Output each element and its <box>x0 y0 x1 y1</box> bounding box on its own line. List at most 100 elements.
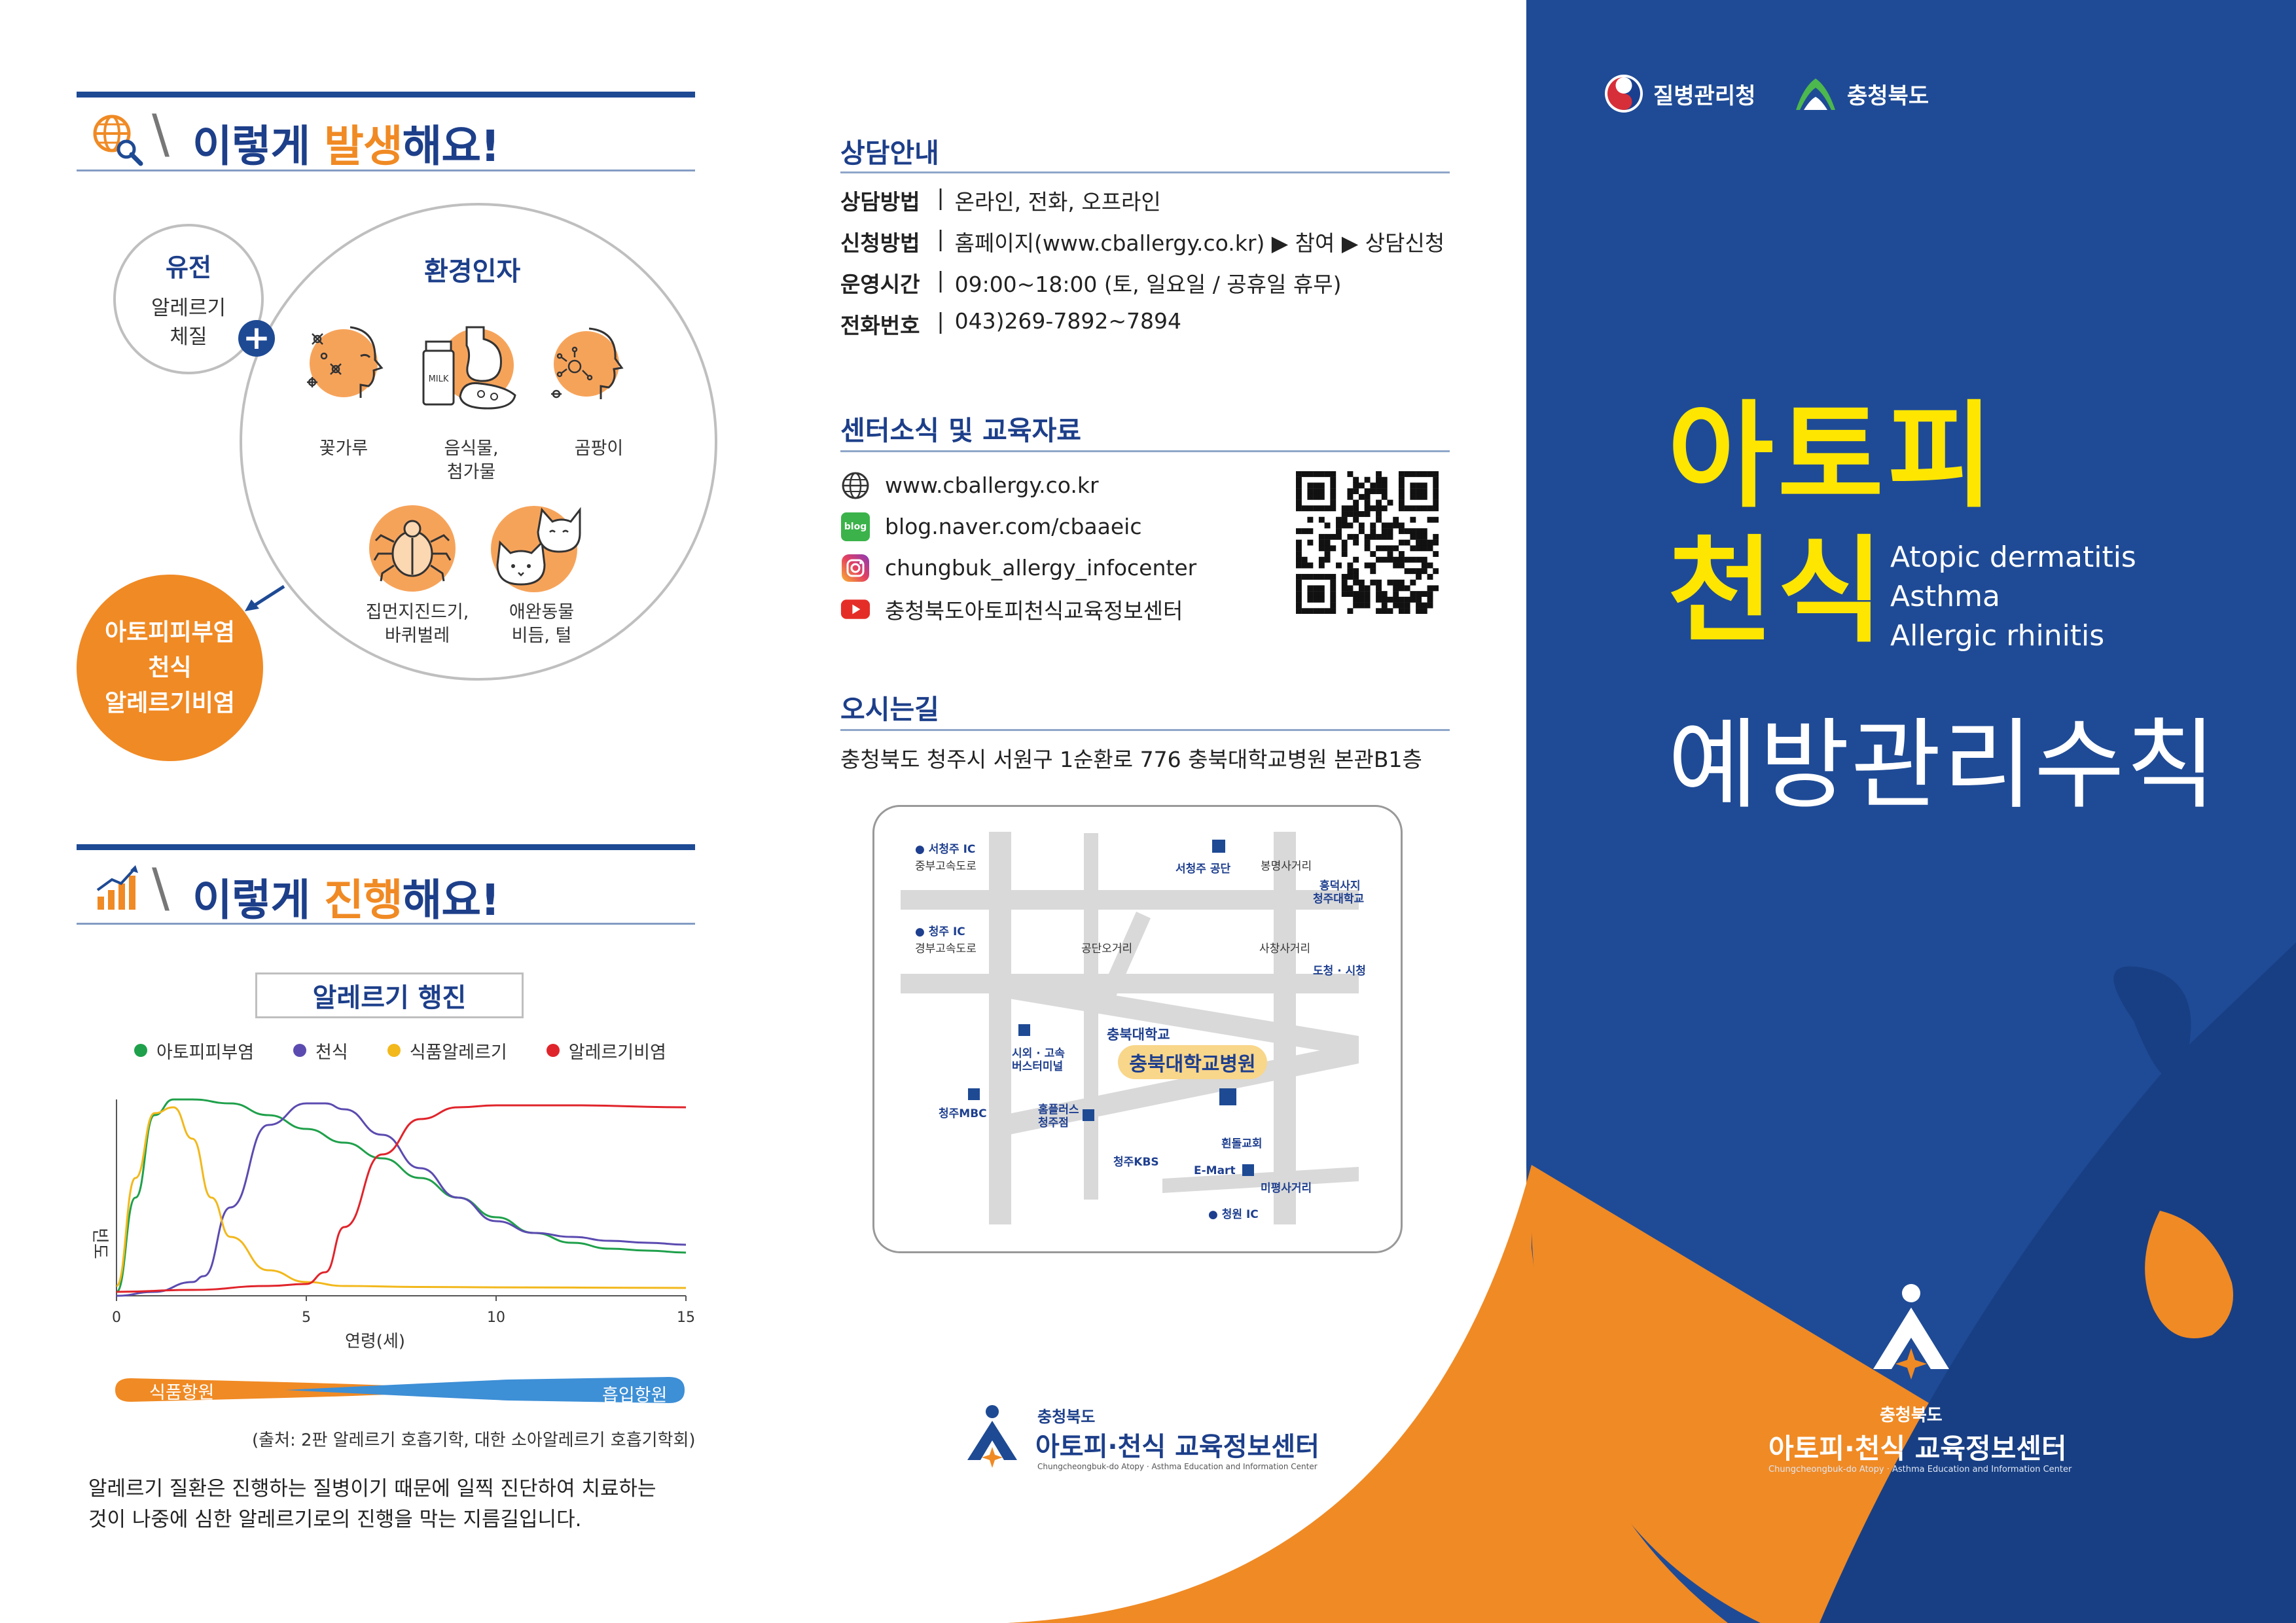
qr-module <box>1387 545 1393 552</box>
hospital-badge: 충북대학교병원 <box>1118 1045 1267 1079</box>
arrow-icon <box>243 582 289 615</box>
mold-icon <box>543 317 641 415</box>
occur-title: 이렇게 발생해요! <box>192 121 500 171</box>
result-line3: 알레르기비염 <box>105 689 235 717</box>
qr-module <box>1416 505 1422 512</box>
qr-module <box>1376 579 1382 586</box>
cover-logo-province: 충청북도 <box>1880 1406 1943 1425</box>
qr-module <box>1410 471 1416 477</box>
qr-module <box>1347 573 1354 580</box>
qr-module <box>1433 488 1439 495</box>
qr-module <box>1358 528 1365 535</box>
qr-module <box>1353 499 1359 506</box>
cover-english: Atopic dermatitis Asthma Allergic rhinit… <box>1890 538 2136 656</box>
chungbuk-emblem-icon <box>1796 79 1835 110</box>
qr-module <box>1387 551 1393 557</box>
qr-module <box>1318 471 1325 477</box>
globe-search-icon <box>88 110 145 166</box>
center-logo-name: 아토피·천식 교육정보센터 <box>1035 1432 1319 1462</box>
qr-module <box>1398 602 1405 609</box>
qr-module <box>1296 482 1302 489</box>
qr-module <box>1353 556 1359 563</box>
qr-code[interactable] <box>1296 471 1439 614</box>
qr-module <box>1301 556 1308 563</box>
qr-module <box>1296 579 1302 586</box>
qr-module <box>1353 488 1359 495</box>
qr-module <box>1318 591 1325 597</box>
qr-module <box>1318 585 1325 592</box>
qr-module <box>1324 545 1331 552</box>
qr-module <box>1353 539 1359 546</box>
qr-module <box>1296 471 1302 477</box>
body-line: 것이 나중에 심한 알레르기로의 진행을 막는 지름길입니다. <box>88 1508 582 1531</box>
qr-module <box>1313 591 1319 597</box>
qr-module <box>1433 539 1439 546</box>
qr-module <box>1416 602 1422 609</box>
qr-module <box>1433 476 1439 483</box>
qr-module <box>1370 551 1376 557</box>
qr-module <box>1376 591 1382 597</box>
qr-module <box>1370 505 1376 512</box>
qr-module <box>1427 545 1433 552</box>
blog-link[interactable]: blog blog.naver.com/cbaaeic <box>840 506 1196 547</box>
qr-module <box>1347 471 1354 477</box>
cover-english-line: Allergic rhinitis <box>1890 619 2105 652</box>
qr-module <box>1410 591 1416 597</box>
qr-module <box>1364 505 1371 512</box>
qr-module <box>1296 545 1302 552</box>
qr-module <box>1301 573 1308 580</box>
qr-module <box>1381 476 1388 483</box>
qr-module <box>1353 602 1359 609</box>
qr-module <box>1376 596 1382 603</box>
website-link[interactable]: www.cballergy.co.kr <box>840 465 1196 506</box>
milk-label: MILK <box>429 374 449 384</box>
qr-module <box>1433 551 1439 557</box>
map-label: 시외 · 고속 <box>1012 1047 1065 1060</box>
x-tick-label: 5 <box>302 1310 311 1326</box>
qr-module <box>1307 539 1314 546</box>
qr-module <box>1398 476 1405 483</box>
qr-module <box>1376 585 1382 592</box>
map-label: 공단오거리 <box>1081 942 1133 955</box>
qr-module <box>1416 533 1422 540</box>
qr-module <box>1381 608 1388 614</box>
map-label: 미평사거리 <box>1261 1182 1312 1195</box>
qr-module <box>1398 539 1405 546</box>
youtube-icon <box>840 594 870 624</box>
qr-module <box>1347 533 1354 540</box>
qr-module <box>1410 596 1416 603</box>
map-label: 중부고속도로 <box>915 860 977 873</box>
qr-module <box>1381 482 1388 489</box>
qr-module <box>1381 533 1388 540</box>
qr-module <box>1318 482 1325 489</box>
qr-module <box>1421 533 1427 540</box>
qr-module <box>1421 482 1427 489</box>
map-label: 서청주 공단 <box>1175 863 1231 876</box>
qr-module <box>1416 493 1422 500</box>
qr-module <box>1404 608 1410 614</box>
qr-module <box>1347 585 1354 592</box>
qr-module <box>1376 476 1382 483</box>
qr-module <box>1296 528 1302 535</box>
qr-module <box>1370 579 1376 586</box>
qr-module <box>1341 505 1348 512</box>
qr-module <box>1393 585 1399 592</box>
qr-module <box>1330 482 1336 489</box>
qr-module <box>1387 499 1393 506</box>
youtube-link[interactable]: 충청북도아토피천식교육정보센터 <box>840 588 1196 630</box>
qr-module <box>1393 579 1399 586</box>
location-map[interactable]: ● 서청주 IC 중부고속도로 서청주 공단 봉명사거리 흥덕사지 청주대학교 … <box>872 805 1403 1253</box>
qr-module <box>1398 579 1405 586</box>
qr-module <box>1381 602 1388 609</box>
qr-module <box>1301 528 1308 535</box>
qr-module <box>1341 545 1348 552</box>
cover-english-line: Asthma <box>1890 580 2000 613</box>
qr-module <box>1358 493 1365 500</box>
map-label: 경부고속도로 <box>915 942 977 955</box>
instagram-link[interactable]: chungbuk_allergy_infocenter <box>840 547 1196 588</box>
qr-module <box>1301 608 1308 614</box>
chart-source: (출처: 2판 알레르기 호흡기학, 대한 소아알레르기 호흡기학회) <box>252 1431 696 1450</box>
section-underline <box>840 171 1450 173</box>
qr-module <box>1393 562 1399 569</box>
qr-module <box>1330 493 1336 500</box>
